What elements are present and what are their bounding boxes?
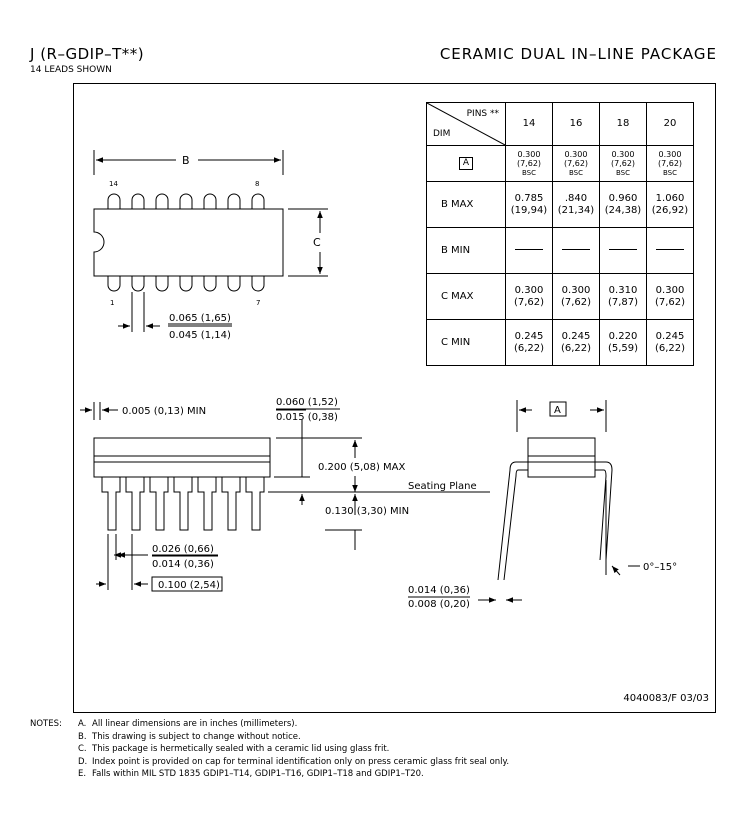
table-cell: 0.300(7,62)BSC xyxy=(646,145,694,182)
note-item: D.Index point is provided on cap for ter… xyxy=(78,756,510,767)
row-label: C MIN xyxy=(426,319,506,366)
package-code-title: J (R–GDIP–T**) xyxy=(30,45,145,63)
side-lead-width-min: 0.014 (0,36) xyxy=(152,559,214,570)
leads-shown-subtitle: 14 LEADS SHOWN xyxy=(30,65,112,75)
side-height-max: 0.200 (5,08) MAX xyxy=(318,462,406,473)
side-shoulder-max: 0.060 (1,52) xyxy=(276,397,338,408)
note-item: E.Falls within MIL STD 1835 GDIP1–T14, G… xyxy=(78,769,424,779)
table-cell: 0.300(7,62) xyxy=(646,273,694,320)
side-pitch: 0.100 (2,54) xyxy=(158,580,220,591)
side-lead-length-min: 0.130 (3,30) MIN xyxy=(325,506,409,517)
table-cell: 1.060(26,92) xyxy=(646,181,694,228)
end-thickness-max: 0.014 (0,36) xyxy=(408,585,470,596)
table-cell: 0.960(24,38) xyxy=(599,181,647,228)
side-shoulder-min: 0.015 (0,38) xyxy=(276,412,338,423)
table-row-c-min: C MIN 0.245(6,22) 0.245(6,22) 0.220(5,59… xyxy=(426,319,694,366)
end-angle-label: 0°–15° xyxy=(643,562,677,573)
table-cell: .840(21,34) xyxy=(552,181,600,228)
note-item: A.All linear dimensions are in inches (m… xyxy=(78,719,298,729)
col-header: 18 xyxy=(599,102,647,146)
top-lead-width-max: 0.065 (1,65) xyxy=(169,313,231,324)
notes-section: NOTES: A.All linear dimensions are in in… xyxy=(30,718,509,781)
table-cell-empty xyxy=(505,227,553,274)
table-cell: 0.245(6,22) xyxy=(552,319,600,366)
top-view xyxy=(93,150,328,332)
table-row-b-min: B MIN xyxy=(426,227,694,274)
dim-header: DIM xyxy=(433,128,451,139)
top-dim-c-label: C xyxy=(313,236,321,249)
top-leads xyxy=(107,193,265,209)
table-corner-cell: PINS ** DIM xyxy=(426,102,506,146)
bottom-leads xyxy=(107,276,265,292)
table-cell: 0.300(7,62) xyxy=(505,273,553,320)
table-cell-empty xyxy=(552,227,600,274)
row-label-a: A xyxy=(458,157,474,170)
side-lead-width-max: 0.026 (0,66) xyxy=(152,544,214,555)
pins-header: PINS ** xyxy=(466,109,499,119)
table-cell: 0.300(7,62)BSC xyxy=(505,145,553,182)
end-dim-a-label: A xyxy=(554,405,561,416)
note-item: C.This package is hermetically sealed wi… xyxy=(78,744,390,754)
table-cell: 0.310(7,87) xyxy=(599,273,647,320)
end-body xyxy=(527,437,596,457)
top-dim-b-label: B xyxy=(182,154,190,167)
side-body xyxy=(93,437,271,457)
pin-1-label: 1 xyxy=(110,299,114,307)
top-lead-width-min: 0.045 (1,14) xyxy=(169,330,231,341)
col-header: 20 xyxy=(646,102,694,146)
dimension-table: PINS ** DIM 14 16 18 20 A 0.300(7,62)BSC… xyxy=(426,102,694,366)
pin-14-label: 14 xyxy=(109,180,118,188)
pin-8-label: 8 xyxy=(255,180,259,188)
table-cell-empty xyxy=(646,227,694,274)
row-label: B MIN xyxy=(426,227,506,274)
end-view xyxy=(478,400,640,603)
row-label: C MAX xyxy=(426,273,506,320)
seating-plane-label: Seating Plane xyxy=(408,481,477,492)
row-label: B MAX xyxy=(426,181,506,228)
corner-diagonal xyxy=(427,103,505,145)
note-item: B.This drawing is subject to change with… xyxy=(78,731,301,742)
top-body-outline xyxy=(93,208,284,277)
table-cell: 0.300(7,62) xyxy=(552,273,600,320)
col-header: 16 xyxy=(552,102,600,146)
table-row-b-max: B MAX 0.785(19,94) .840(21,34) 0.960(24,… xyxy=(426,181,694,228)
table-cell: 0.220(5,59) xyxy=(599,319,647,366)
table-cell-empty xyxy=(599,227,647,274)
pin-7-label: 7 xyxy=(256,299,260,307)
document-number: 4040083/F 03/03 xyxy=(623,693,709,704)
table-cell: 0.245(6,22) xyxy=(646,319,694,366)
side-leads xyxy=(101,477,265,531)
table-row-c-max: C MAX 0.300(7,62) 0.300(7,62) 0.310(7,87… xyxy=(426,273,694,320)
end-thickness-min: 0.008 (0,20) xyxy=(408,599,470,610)
row-label: A xyxy=(426,145,506,182)
table-cell: 0.245(6,22) xyxy=(505,319,553,366)
package-name-title: CERAMIC DUAL IN–LINE PACKAGE xyxy=(439,45,717,63)
notes-label: NOTES: xyxy=(30,719,62,729)
table-cell: 0.300(7,62)BSC xyxy=(599,145,647,182)
side-offset-min: 0.005 (0,13) MIN xyxy=(122,406,206,417)
table-cell: 0.300(7,62)BSC xyxy=(552,145,600,182)
table-row-a: A 0.300(7,62)BSC 0.300(7,62)BSC 0.300(7,… xyxy=(426,145,694,182)
table-cell: 0.785(19,94) xyxy=(505,181,553,228)
side-view xyxy=(80,402,490,592)
col-header: 14 xyxy=(505,102,553,146)
drawing-frame xyxy=(73,83,716,713)
